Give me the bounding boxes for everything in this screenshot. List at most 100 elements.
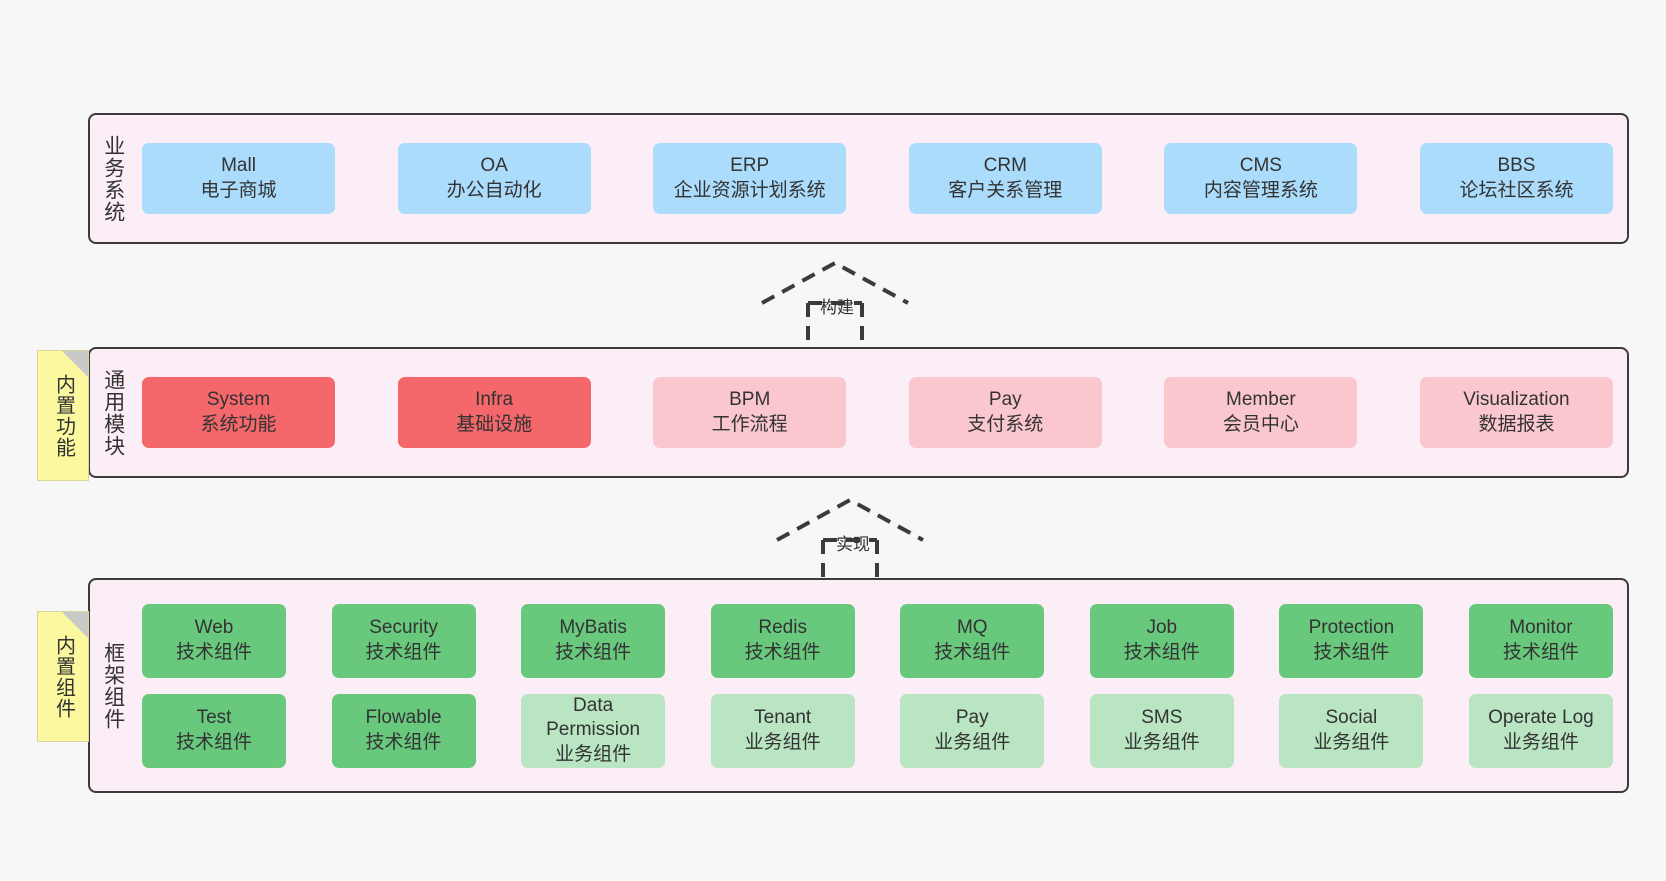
card-member-name: Member — [1226, 389, 1296, 411]
card-oa[interactable]: OA 办公自动化 — [397, 143, 591, 214]
sticky-note-builtin-function: 内置功能 — [37, 350, 89, 481]
layer-business-system-title: 业务系统 — [101, 134, 125, 223]
card-redis[interactable]: Redis 技术组件 — [710, 603, 855, 678]
card-redis-desc: 技术组件 — [744, 641, 821, 663]
card-web-desc: 技术组件 — [175, 641, 252, 663]
framework-card-row-1: Web 技术组件 Security 技术组件 MyBatis 技术组件 Redi… — [142, 603, 1613, 678]
card-data-permission-desc: 业务组件 — [555, 743, 632, 765]
card-mq[interactable]: MQ 技术组件 — [900, 603, 1045, 678]
card-system-desc: 系统功能 — [200, 413, 277, 435]
card-monitor-desc: 技术组件 — [1502, 641, 1579, 663]
card-mall-desc: 电子商城 — [200, 179, 277, 201]
card-security-desc: 技术组件 — [365, 641, 442, 663]
connector-implement-svg — [776, 497, 924, 582]
layer-common-module-body: System 系统功能 Infra 基础设施 BPM 工作流程 Pay 支付系统… — [136, 349, 1627, 476]
card-erp[interactable]: ERP 企业资源计划系统 — [653, 143, 847, 214]
card-crm-desc: 客户关系管理 — [948, 179, 1063, 201]
business-card-row: Mall 电子商城 OA 办公自动化 ERP 企业资源计划系统 CRM 客户关系… — [142, 143, 1613, 214]
connector-build-svg — [761, 260, 909, 345]
card-protection-desc: 技术组件 — [1313, 641, 1390, 663]
card-bbs-desc: 论坛社区系统 — [1459, 179, 1574, 201]
card-social[interactable]: Social 业务组件 — [1279, 693, 1424, 768]
card-sms[interactable]: SMS 业务组件 — [1089, 693, 1234, 768]
card-bbs[interactable]: BBS 论坛社区系统 — [1419, 143, 1613, 214]
card-tenant-name: Tenant — [754, 707, 812, 729]
card-test-name: Test — [196, 707, 232, 729]
card-member[interactable]: Member 会员中心 — [1164, 377, 1358, 448]
card-infra-name: Infra — [475, 389, 514, 411]
connector-implement — [765, 492, 935, 587]
card-social-desc: 业务组件 — [1313, 731, 1390, 753]
card-visualization-desc: 数据报表 — [1478, 413, 1555, 435]
card-crm-name: CRM — [983, 155, 1027, 177]
card-pay-component-desc: 业务组件 — [934, 731, 1011, 753]
card-flowable-name: Flowable — [365, 707, 442, 729]
card-test-desc: 技术组件 — [175, 731, 252, 753]
card-data-permission[interactable]: Data Permission 业务组件 — [521, 693, 666, 768]
card-cms-desc: 内容管理系统 — [1203, 179, 1318, 201]
card-bpm-desc: 工作流程 — [711, 413, 788, 435]
card-job-desc: 技术组件 — [1123, 641, 1200, 663]
card-tenant-desc: 业务组件 — [744, 731, 821, 753]
card-infra-desc: 基础设施 — [456, 413, 533, 435]
card-data-permission-name: Data Permission — [546, 695, 641, 741]
card-pay-component[interactable]: Pay 业务组件 — [900, 693, 1045, 768]
card-erp-name: ERP — [730, 155, 770, 177]
card-job[interactable]: Job 技术组件 — [1089, 603, 1234, 678]
card-job-name: Job — [1146, 617, 1178, 639]
card-crm[interactable]: CRM 客户关系管理 — [908, 143, 1102, 214]
card-visualization-name: Visualization — [1463, 389, 1570, 411]
card-system[interactable]: System 系统功能 — [142, 377, 335, 448]
card-mall-name: Mall — [221, 155, 256, 177]
sticky-fold-corner-icon — [62, 351, 88, 377]
card-web-name: Web — [194, 617, 234, 639]
card-operate-log-desc: 业务组件 — [1502, 731, 1579, 753]
card-web[interactable]: Web 技术组件 — [142, 603, 286, 678]
layer-framework-component: 框架组件 Web 技术组件 Security 技术组件 MyBatis 技术组件… — [88, 578, 1629, 793]
card-protection-name: Protection — [1308, 617, 1395, 639]
card-test[interactable]: Test 技术组件 — [142, 693, 286, 768]
layer-framework-component-body: Web 技术组件 Security 技术组件 MyBatis 技术组件 Redi… — [136, 580, 1627, 791]
card-sms-name: SMS — [1141, 707, 1183, 729]
card-tenant[interactable]: Tenant 业务组件 — [710, 693, 855, 768]
card-bbs-name: BBS — [1497, 155, 1536, 177]
card-cms[interactable]: CMS 内容管理系统 — [1164, 143, 1358, 214]
card-social-name: Social — [1325, 707, 1378, 729]
sticky-note-builtin-function-label: 内置功能 — [52, 373, 75, 458]
framework-card-row-2: Test 技术组件 Flowable 技术组件 Data Permission … — [142, 693, 1613, 768]
card-operate-log[interactable]: Operate Log 业务组件 — [1468, 693, 1613, 768]
card-monitor[interactable]: Monitor 技术组件 — [1468, 603, 1613, 678]
sticky-note-builtin-component: 内置组件 — [37, 611, 89, 742]
card-protection[interactable]: Protection 技术组件 — [1279, 603, 1424, 678]
card-flowable-desc: 技术组件 — [365, 731, 442, 753]
card-erp-desc: 企业资源计划系统 — [673, 179, 826, 201]
layer-common-module-title: 通用模块 — [101, 368, 125, 457]
card-mall[interactable]: Mall 电子商城 — [142, 143, 335, 214]
card-visualization[interactable]: Visualization 数据报表 — [1419, 377, 1613, 448]
card-pay-module-desc: 支付系统 — [967, 413, 1044, 435]
card-mq-desc: 技术组件 — [934, 641, 1011, 663]
common-card-row: System 系统功能 Infra 基础设施 BPM 工作流程 Pay 支付系统… — [142, 377, 1613, 448]
connector-implement-label: 实现 — [836, 535, 870, 554]
card-security[interactable]: Security 技术组件 — [331, 603, 476, 678]
card-mybatis[interactable]: MyBatis 技术组件 — [521, 603, 666, 678]
card-monitor-name: Monitor — [1509, 617, 1573, 639]
card-sms-desc: 业务组件 — [1123, 731, 1200, 753]
card-oa-desc: 办公自动化 — [446, 179, 542, 201]
layer-common-module: 通用模块 System 系统功能 Infra 基础设施 BPM 工作流程 Pay… — [88, 347, 1629, 478]
card-security-name: Security — [369, 617, 438, 639]
card-oa-name: OA — [480, 155, 508, 177]
card-flowable[interactable]: Flowable 技术组件 — [331, 693, 476, 768]
sticky-note-builtin-component-label: 内置组件 — [52, 634, 75, 719]
card-operate-log-name: Operate Log — [1488, 707, 1594, 729]
card-infra[interactable]: Infra 基础设施 — [397, 377, 591, 448]
card-mybatis-name: MyBatis — [559, 617, 627, 639]
connector-build — [750, 255, 920, 350]
layer-framework-component-title: 框架组件 — [101, 641, 125, 730]
card-member-desc: 会员中心 — [1222, 413, 1299, 435]
card-mq-name: MQ — [956, 617, 988, 639]
card-pay-module[interactable]: Pay 支付系统 — [908, 377, 1102, 448]
card-bpm[interactable]: BPM 工作流程 — [653, 377, 847, 448]
card-cms-name: CMS — [1239, 155, 1282, 177]
